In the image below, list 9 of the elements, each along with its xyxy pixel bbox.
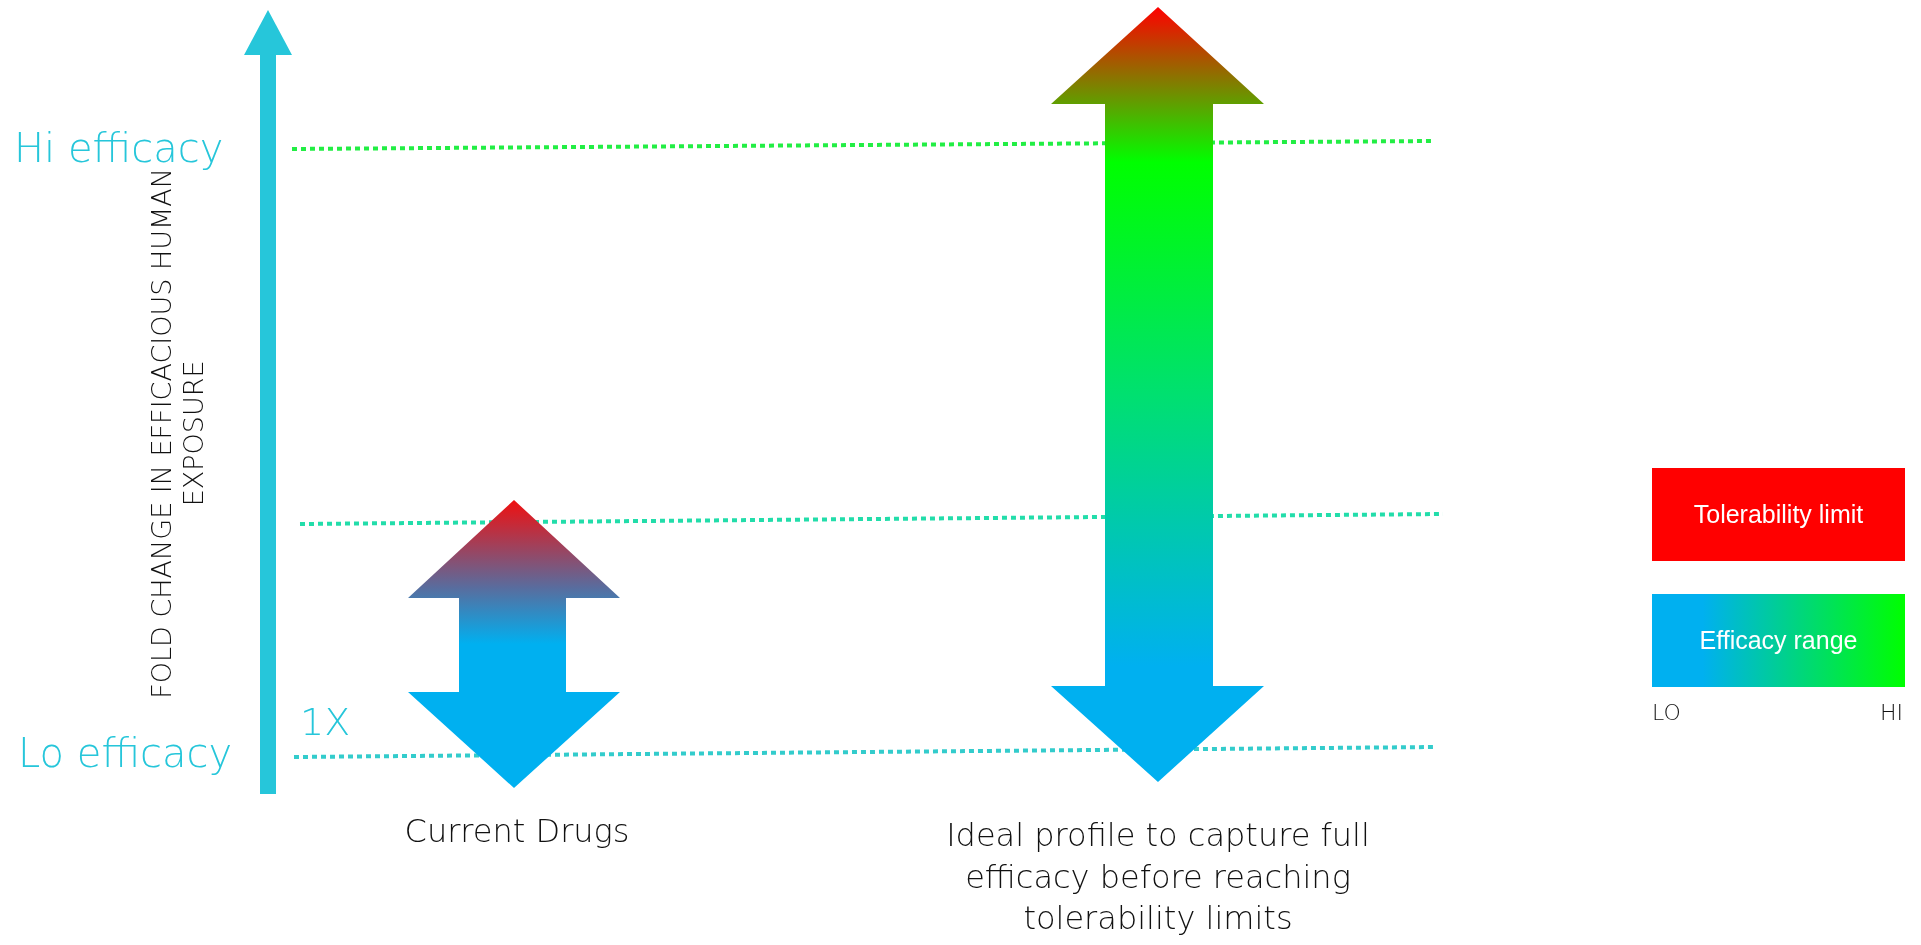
arrow-caption: Ideal profile to capture full efficacy before reaching tolerability limits	[945, 815, 1371, 940]
scale-label: LO	[1652, 700, 1681, 725]
scale-label: HI	[1880, 700, 1904, 725]
arrow-caption: Current Drugs	[403, 812, 631, 850]
legend-text: Tolerability limit	[1693, 500, 1864, 529]
axis-label: Lo efficacy	[18, 730, 233, 776]
tick-label: 1X	[300, 700, 351, 744]
legend-text: Efficacy range	[1699, 626, 1858, 655]
axis-label: Hi efficacy	[14, 125, 224, 171]
